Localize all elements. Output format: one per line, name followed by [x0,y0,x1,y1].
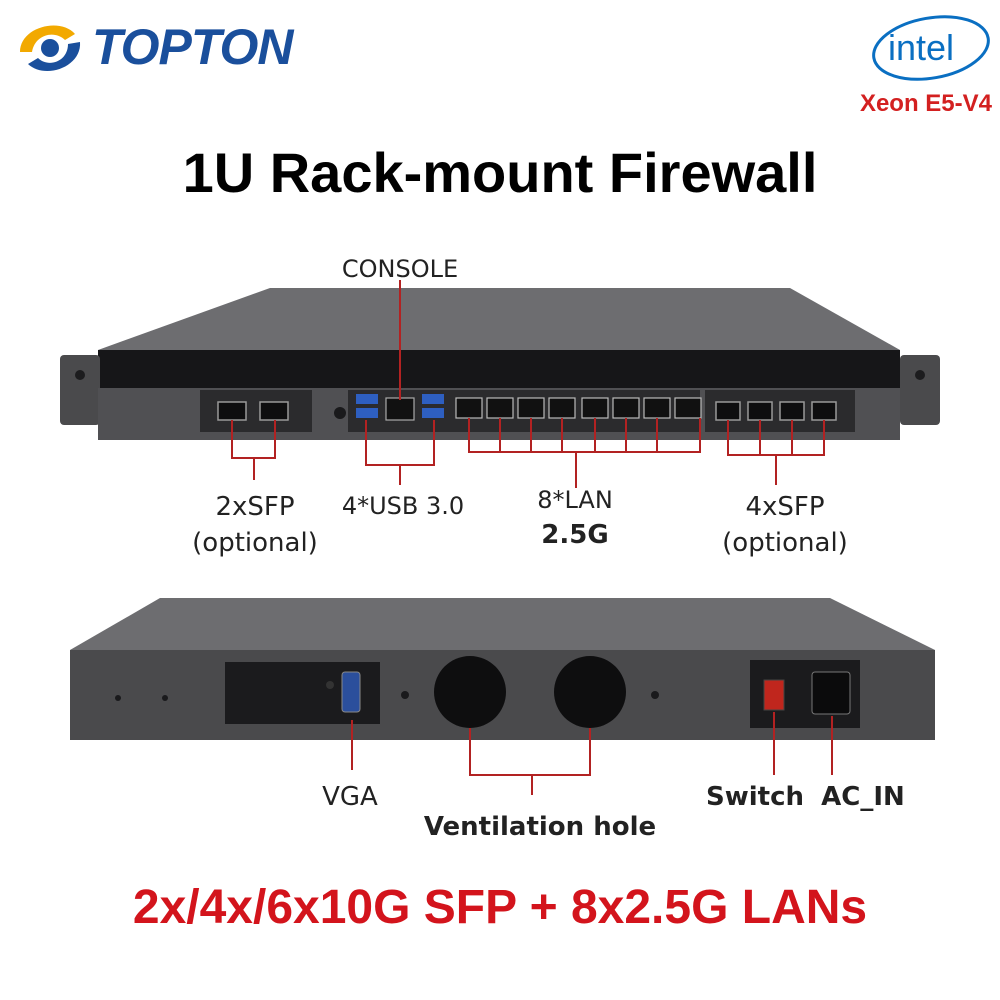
sfp4-label: 4xSFP [745,492,825,522]
intel-logo-text: intel [888,27,954,68]
console-label: CONSOLE [341,255,459,283]
vga-label: VGA [322,782,378,812]
sfp2-label: 2xSFP [215,492,295,522]
intel-logo-icon: intel [872,15,990,81]
front-panel-view [60,280,940,488]
topton-logo-icon [20,25,81,72]
lan-label: 8*LAN [537,486,613,514]
lan-speed-label: 2.5G [541,520,609,550]
sfp4-optional-label: (optional) [722,528,848,558]
sfp2-optional-label: (optional) [192,528,318,558]
ventilation-label: Ventilation hole [423,812,657,842]
page-title: 1U Rack-mount Firewall [182,141,818,204]
switch-label: Switch [705,782,804,812]
rear-panel-view [70,598,935,795]
footer-spec: 2x/4x/6x10G SFP + 8x2.5G LANs [132,881,868,934]
intel-model: Xeon E5-V4 [859,90,992,117]
brand-name: TOPTON [92,19,294,75]
usb-label: 4*USB 3.0 [341,492,465,520]
ac-in-label: AC_IN [821,782,905,812]
